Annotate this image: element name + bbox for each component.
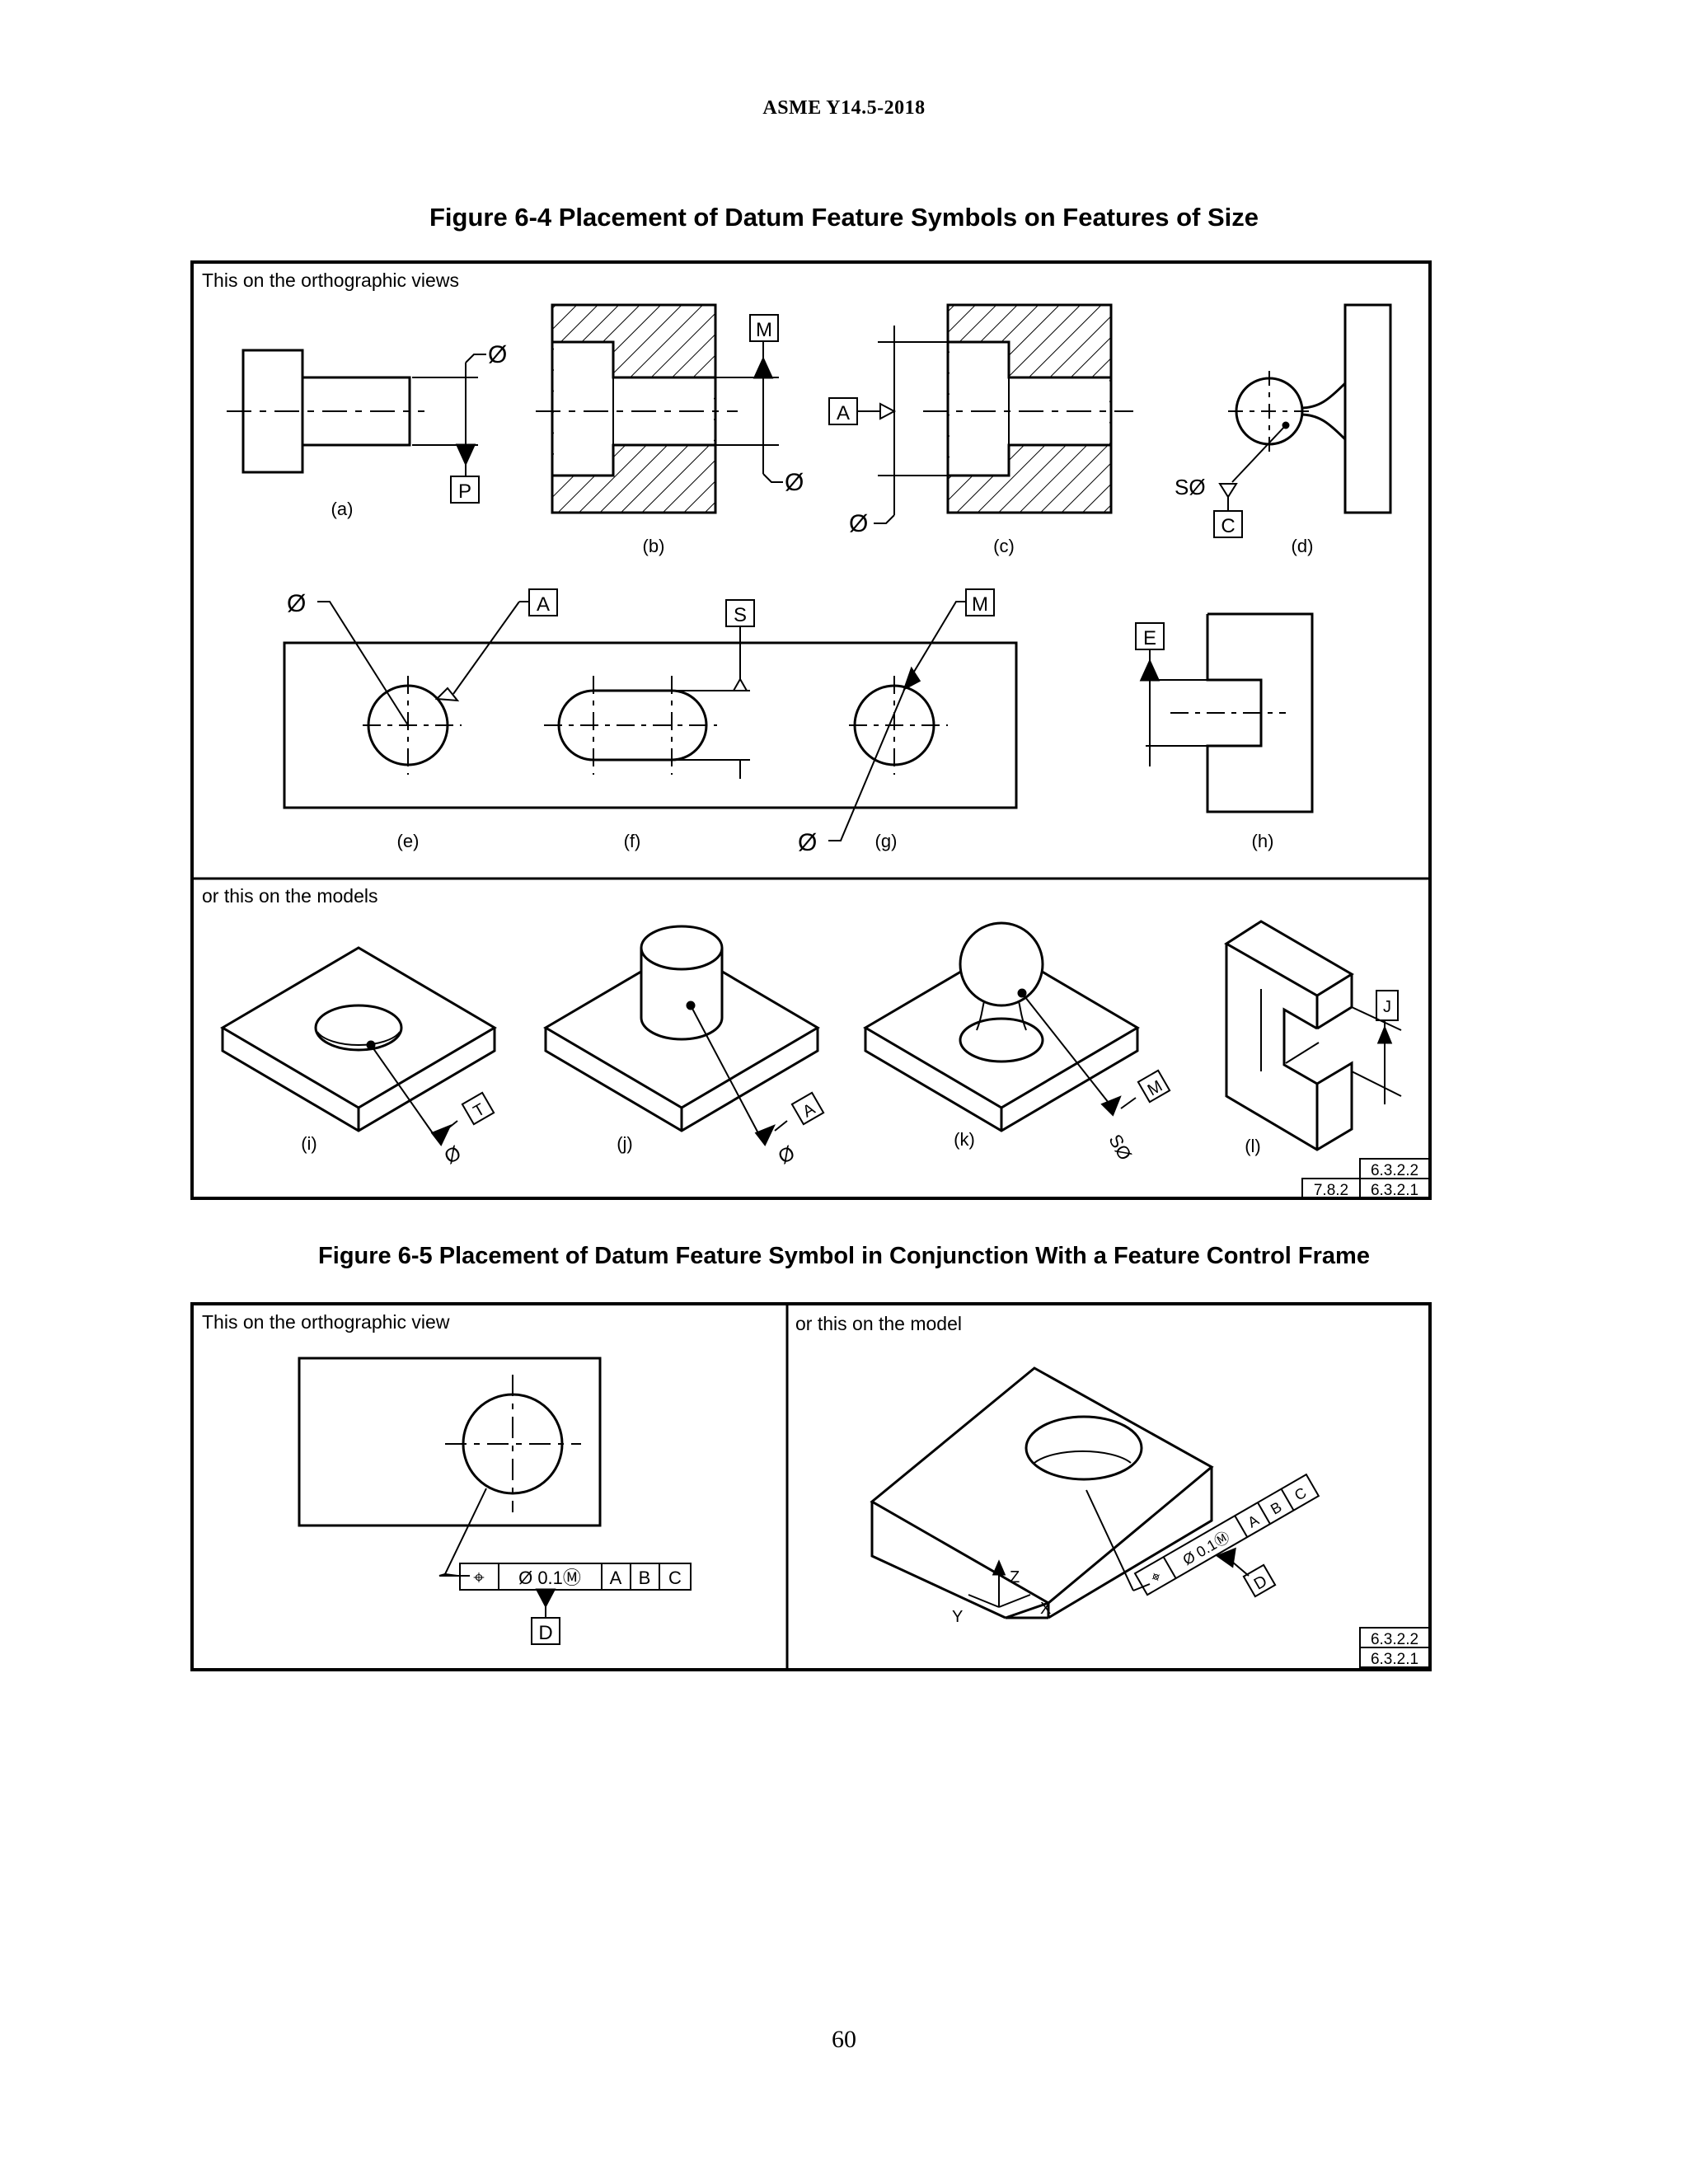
model-label: or this on the model <box>795 1313 962 1334</box>
diameter-symbol-e: Ø <box>287 590 306 617</box>
datum-label-f: S <box>734 604 747 626</box>
figure-6-5-title: Figure 6-5 Placement of Datum Feature Sy… <box>318 1243 1370 1269</box>
ref-6-3-2-2-b: 6.3.2.2 <box>1371 1631 1418 1648</box>
caption-h: (h) <box>1252 831 1274 851</box>
diameter-symbol-i: Ø <box>441 1141 466 1169</box>
datum-label-a: P <box>458 480 471 503</box>
document-header: ASME Y14.5-2018 <box>762 97 926 119</box>
axis-z: Z <box>1010 1568 1020 1586</box>
ortho-view-label: This on the orthographic view <box>202 1311 450 1333</box>
datum-label-d-model: D <box>1251 1572 1271 1593</box>
ref-7-8-2: 7.8.2 <box>1314 1182 1348 1199</box>
diameter-symbol-g: Ø <box>798 829 817 856</box>
datum-ref-a: A <box>610 1568 622 1588</box>
caption-j: (j) <box>617 1133 633 1154</box>
caption-l: (l) <box>1245 1136 1261 1156</box>
caption-b: (b) <box>643 536 665 556</box>
diameter-symbol-c: Ø <box>849 510 868 537</box>
tolerance-value: Ø 0.1Ⓜ <box>518 1568 581 1588</box>
view-d: C SØ (d) <box>1175 303 1392 556</box>
ref-6-3-2-1-b: 6.3.2.1 <box>1371 1651 1418 1668</box>
model-datum-ref-b: B <box>1268 1498 1284 1517</box>
datum-label-b: M <box>756 319 772 341</box>
sphere-diameter-symbol-d: SØ <box>1175 475 1206 499</box>
diameter-symbol-j: Ø <box>775 1141 799 1169</box>
axis-x: X <box>1040 1600 1051 1618</box>
view-efg-plate: Ø A (e) S (f) M <box>283 588 1018 856</box>
feature-control-frame: ⌖ Ø 0.1Ⓜ A B C <box>459 1563 692 1591</box>
view-h: E (h) <box>1135 612 1314 851</box>
caption-d: (d) <box>1292 536 1314 556</box>
fig65-ortho-view: ⌖ Ø 0.1Ⓜ A B C D <box>298 1357 692 1645</box>
axis-y: Y <box>952 1608 963 1626</box>
datum-ref-c: C <box>668 1568 682 1588</box>
datum-label-l: J <box>1383 998 1391 1016</box>
fig65-model-view: Z Y X ⌖ Ø 0.1Ⓜ A B C D <box>870 1366 1320 1626</box>
datum-label-c: A <box>837 402 850 424</box>
figure-6-4-title: Figure 6-4 Placement of Datum Feature Sy… <box>429 203 1259 232</box>
view-k: M SØ (k) <box>863 921 1171 1164</box>
models-label: or this on the models <box>202 885 378 907</box>
view-c: A Ø (c) <box>828 303 1133 556</box>
caption-a: (a) <box>331 499 354 519</box>
model-datum-ref-c: C <box>1292 1484 1309 1504</box>
model-datum-ref-a: A <box>1245 1511 1261 1530</box>
reference-box-6-4: 6.3.2.2 7.8.2 6.3.2.1 <box>1301 1158 1431 1199</box>
view-b: M Ø (b) <box>536 303 804 556</box>
reference-box-6-5: 6.3.2.2 6.3.2.1 <box>1359 1627 1431 1668</box>
ortho-views-label: This on the orthographic views <box>202 269 459 291</box>
caption-g: (g) <box>875 831 898 851</box>
datum-label-e: A <box>537 593 550 616</box>
datum-ref-b: B <box>639 1568 651 1588</box>
figure-6-5: This on the orthographic view or this on… <box>190 1302 1432 1671</box>
datum-label-h: E <box>1143 627 1156 649</box>
view-l: J (l) <box>1224 920 1402 1156</box>
view-a: P Ø (a) <box>227 341 507 519</box>
caption-e: (e) <box>397 831 420 851</box>
model-position-symbol: ⌖ <box>1147 1568 1165 1588</box>
caption-k: (k) <box>954 1129 975 1150</box>
page-number: 60 <box>832 2026 856 2053</box>
view-i: T Ø (i) <box>220 946 497 1169</box>
diameter-symbol-a: Ø <box>488 341 507 368</box>
figure-6-4: This on the orthographic views or this o… <box>190 260 1432 1200</box>
view-j: A Ø (j) <box>543 925 825 1169</box>
datum-label-d: C <box>1221 515 1235 537</box>
position-symbol: ⌖ <box>473 1567 485 1589</box>
diameter-symbol-b: Ø <box>785 469 804 496</box>
datum-label-d-ortho: D <box>538 1622 552 1644</box>
caption-c: (c) <box>993 536 1015 556</box>
ref-6-3-2-2: 6.3.2.2 <box>1371 1162 1418 1179</box>
caption-f: (f) <box>624 831 641 851</box>
datum-label-k: M <box>1145 1077 1165 1099</box>
datum-label-g: M <box>972 593 988 616</box>
caption-i: (i) <box>301 1133 317 1154</box>
ref-6-3-2-1: 6.3.2.1 <box>1371 1182 1418 1199</box>
sphere-diameter-symbol-k: SØ <box>1104 1131 1136 1164</box>
